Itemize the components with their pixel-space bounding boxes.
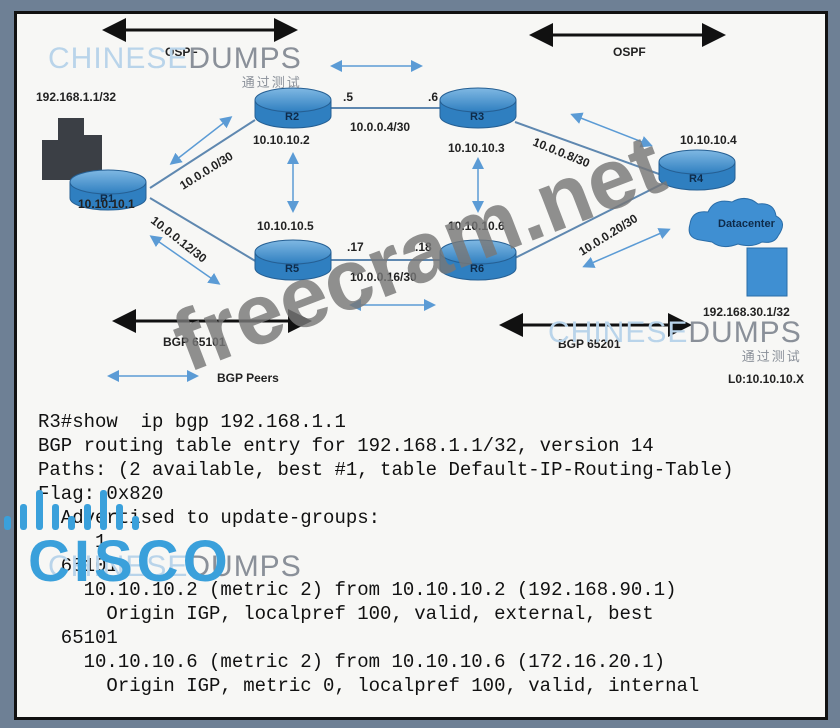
server-icon bbox=[746, 247, 788, 297]
router-name: R4 bbox=[689, 173, 704, 185]
router-r2: R2 10.10.10.2 bbox=[253, 87, 332, 147]
link-label-r1-r2: 10.0.0.0/30 bbox=[177, 149, 236, 193]
cli-line: Paths: (2 available, best #1, table Defa… bbox=[38, 459, 734, 481]
peer-arrow-r6-r4 bbox=[582, 228, 671, 268]
link-label-r2-r3: 10.0.0.4/30 bbox=[350, 120, 410, 134]
octet-r5: .17 bbox=[347, 240, 364, 254]
router-ip: 10.10.10.4 bbox=[680, 133, 737, 147]
building-icon bbox=[42, 118, 102, 180]
router-name: R1 bbox=[100, 193, 114, 205]
cli-line: 65101 bbox=[38, 555, 118, 577]
router-ip: 10.10.10.1 bbox=[78, 197, 135, 211]
cli-line: Origin IGP, metric 0, localpref 100, val… bbox=[38, 675, 700, 697]
legend-bgp-peers-label: BGP Peers bbox=[217, 371, 279, 385]
peer-arrow-r1-r5 bbox=[149, 235, 221, 285]
network-topology: OSPF OSPF BGP 65101 BGP 65201 BGP Peers … bbox=[36, 18, 804, 386]
router-r5: R5 10.10.10.5 bbox=[254, 219, 332, 281]
cli-line: Flag: 0x820 bbox=[38, 483, 164, 505]
cli-line: 65101 bbox=[38, 627, 118, 649]
router-r4: R4 10.10.10.4 bbox=[658, 133, 737, 191]
router-ip: 10.10.10.6 bbox=[448, 219, 505, 233]
peer-arrow-r3-r4 bbox=[570, 112, 653, 148]
cli-line: 10.10.10.6 (metric 2) from 10.10.10.6 (1… bbox=[38, 651, 666, 673]
peer-arrow-r1-r2 bbox=[169, 116, 233, 165]
ospf-left-label: OSPF bbox=[165, 45, 198, 59]
link-label-r1-r5: 10.0.0.12/30 bbox=[148, 213, 209, 265]
cli-line: Advertised to update-groups: bbox=[38, 507, 381, 529]
cli-line: 1 bbox=[38, 531, 107, 553]
link-r6-r4 bbox=[514, 179, 671, 259]
link-r3-r4 bbox=[514, 121, 671, 179]
router-ip: 10.10.10.2 bbox=[253, 133, 310, 147]
router-ip: 10.10.10.5 bbox=[257, 219, 314, 233]
diagram-panel bbox=[14, 11, 828, 720]
router-name: R6 bbox=[470, 263, 484, 275]
router-ip: 10.10.10.3 bbox=[448, 141, 505, 155]
ospf-right-label: OSPF bbox=[613, 45, 646, 59]
octet-r6: .18 bbox=[415, 240, 432, 254]
router-name: R5 bbox=[285, 263, 299, 275]
bgp-65101-label: BGP 65101 bbox=[163, 335, 226, 349]
datacenter-prefix-label: 192.168.30.1/32 bbox=[703, 305, 790, 319]
datacenter-label: Datacenter bbox=[718, 218, 776, 230]
link-label-r3-r4: 10.0.0.8/30 bbox=[531, 135, 592, 171]
cli-line: 10.10.10.2 (metric 2) from 10.10.10.2 (1… bbox=[38, 579, 677, 601]
cli-line: R3#show ip bgp 192.168.1.1 bbox=[38, 411, 346, 433]
router-name: R3 bbox=[470, 111, 484, 123]
loopback-note: L0:10.10.10.X bbox=[728, 372, 804, 386]
r1-prefix-label: 192.168.1.1/32 bbox=[36, 90, 116, 104]
cli-line: Origin IGP, localpref 100, valid, extern… bbox=[38, 603, 654, 625]
router-r6: R6 10.10.10.6 bbox=[439, 219, 517, 281]
link-r1-r5 bbox=[149, 197, 258, 263]
bgp-65201-label: BGP 65201 bbox=[558, 337, 621, 351]
octet-r2: .5 bbox=[343, 90, 353, 104]
router-name: R2 bbox=[285, 111, 299, 123]
link-label-r5-r6: 10.0.0.16/30 bbox=[350, 270, 417, 284]
datacenter-cloud-icon bbox=[688, 198, 783, 248]
cli-line: BGP routing table entry for 192.168.1.1/… bbox=[38, 435, 654, 457]
link-label-r6-r4: 10.0.0.20/30 bbox=[576, 211, 640, 258]
router-r3: R3 10.10.10.3 bbox=[439, 87, 517, 155]
octet-r3: .6 bbox=[428, 90, 438, 104]
